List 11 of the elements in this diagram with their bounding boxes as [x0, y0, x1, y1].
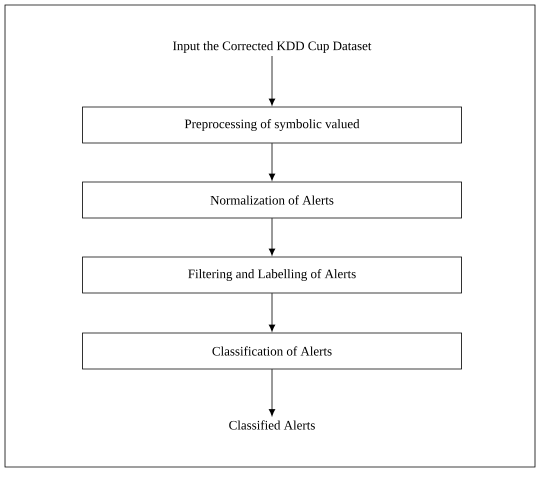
process-box: Filtering and Labelling of Alerts	[82, 256, 462, 294]
arrow	[268, 142, 276, 181]
arrow	[268, 56, 276, 106]
text-label: Input the Corrected KDD Cup Dataset	[173, 41, 372, 53]
process-box: Normalization of Alerts	[82, 182, 462, 218]
arrow	[268, 292, 276, 332]
text-label: Classified Alerts	[229, 420, 315, 430]
process-box: Classification of Alerts	[82, 332, 462, 370]
arrow	[268, 218, 276, 256]
process-box: Preprocessing of symbolic valued	[82, 106, 462, 144]
arrow	[268, 368, 276, 416]
